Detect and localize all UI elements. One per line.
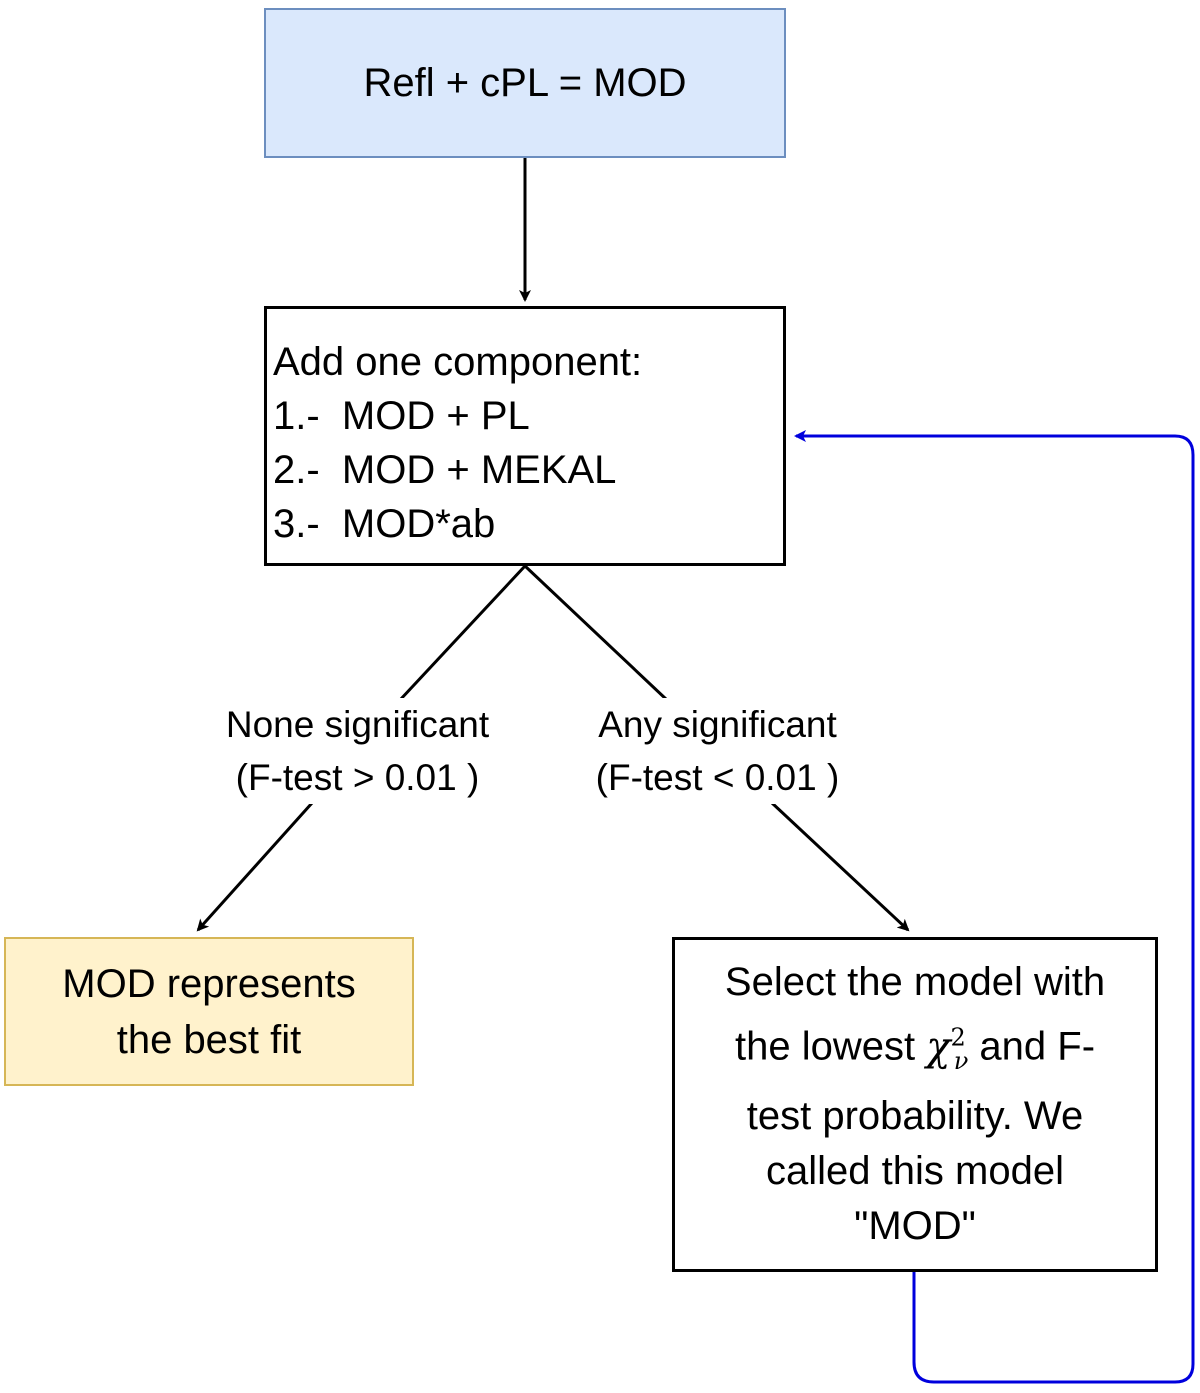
arrow-none-to-best [196, 801, 314, 932]
branch-none-label: None significant (F-test > 0.01 ) [200, 698, 515, 804]
select-line1: Select the model with [724, 960, 1106, 1005]
branch-any-label: Any significant (F-test < 0.01 ) [570, 698, 865, 804]
add-component-box: Add one component: 1.- MOD + PL 2.- MOD … [264, 306, 786, 566]
line-add-to-any [523, 564, 669, 702]
arrow-loop-back [794, 430, 1195, 1384]
line-add-to-none [398, 564, 527, 702]
chi-superscript: 2 [950, 1023, 966, 1052]
branch-any-line2: (F-test < 0.01 ) [595, 757, 840, 798]
select-line2-post: and F- [968, 1024, 1096, 1069]
select-line2-pre: the lowest [734, 1024, 927, 1069]
chi-subscript: ν [953, 1046, 969, 1075]
add-component-item: 2.- MOD + MEKAL [273, 448, 617, 492]
add-component-item: 3.- MOD*ab [273, 502, 496, 546]
select-line5: "MOD" [854, 1203, 976, 1248]
arrow-any-to-select [770, 801, 910, 932]
branch-any-line1: Any significant [598, 704, 837, 745]
select-model-box: Select the model with the lowest χ2ν and… [672, 937, 1158, 1272]
select-line4: called this model [766, 1148, 1064, 1193]
best-fit-box: MOD represents the best fit [4, 937, 414, 1086]
select-line3: test probability. We [746, 1093, 1084, 1138]
add-component-title: Add one component: [273, 340, 643, 384]
branch-none-line1: None significant [225, 704, 490, 745]
chi-squared-symbol: χ2ν [926, 1023, 968, 1074]
branch-none-line2: (F-test > 0.01 ) [235, 757, 480, 798]
add-component-item: 1.- MOD + PL [273, 394, 530, 438]
select-line2: the lowest χ2ν and F- [735, 1010, 1095, 1088]
best-fit-line2: the best fit [116, 1017, 302, 1062]
start-model-text: Refl + cPL = MOD [363, 60, 687, 105]
chi-letter: χ [926, 1023, 951, 1070]
best-fit-line1: MOD represents [62, 961, 356, 1006]
start-model-box: Refl + cPL = MOD [264, 8, 786, 158]
